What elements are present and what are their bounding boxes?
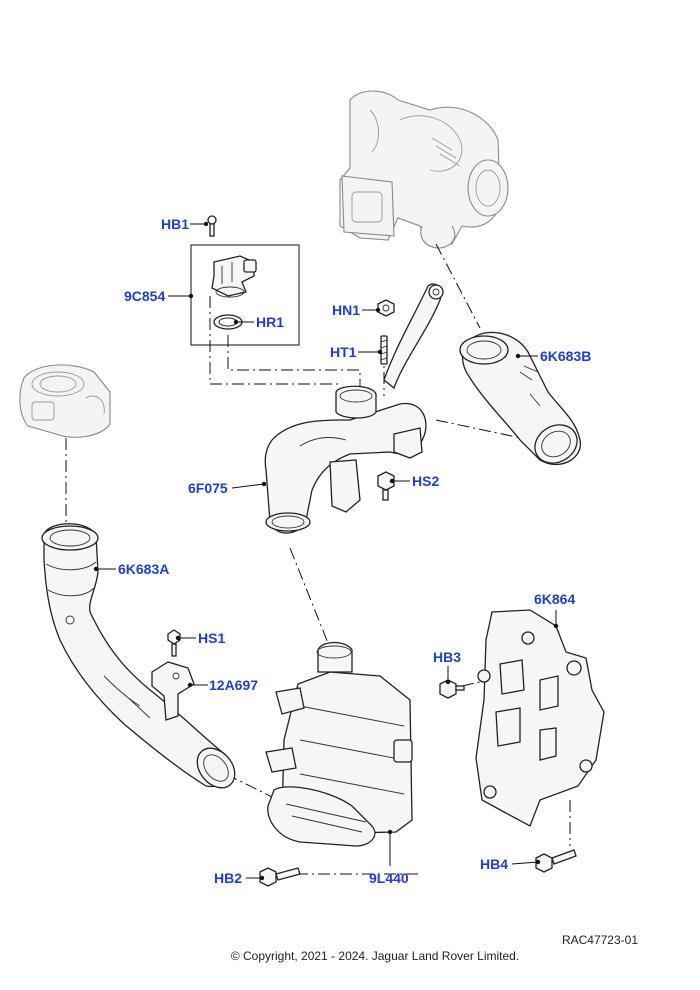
callout-hb3: HB3	[433, 649, 461, 665]
hb4-bolt-icon	[535, 849, 577, 873]
pipe-6k683a-icon	[41, 523, 236, 789]
callout-9c854: 9C854	[124, 288, 165, 304]
hs2-bolt-icon	[377, 471, 395, 501]
callout-hb4: HB4	[480, 856, 508, 872]
turbocharger-ghost	[339, 90, 509, 249]
callout-6f075: 6F075	[188, 480, 228, 496]
outlet-part-icon	[211, 255, 257, 298]
intercooler-9l440-icon	[265, 641, 413, 847]
hb1-screw-icon	[207, 215, 217, 237]
callout-ht1: HT1	[330, 344, 357, 360]
callout-labels: HB1 9C854 HR1 HN1 HT1 6K683B 6F075 HS2 6…	[118, 216, 591, 886]
callout-hb1: HB1	[161, 216, 189, 232]
callout-12a697: 12A697	[209, 677, 258, 693]
callout-hn1: HN1	[332, 302, 360, 318]
callout-hs1: HS1	[198, 630, 225, 646]
hr1-o-ring-icon	[213, 314, 243, 330]
bracket-12a697-icon	[151, 661, 195, 721]
hs1-screw-icon	[167, 629, 181, 657]
callout-hb2: HB2	[214, 870, 242, 886]
copyright-notice: © Copyright, 2021 - 2024. Jaguar Land Ro…	[230, 949, 520, 963]
diagram-reference-code: RAC47723-01	[561, 933, 638, 947]
hose-6k683b-icon	[459, 331, 581, 466]
callout-9l440: 9L440	[369, 870, 409, 886]
hn1-nut-icon	[377, 299, 395, 317]
throttle-body-ghost	[19, 364, 111, 438]
pipe-6f075-icon	[264, 283, 444, 534]
callout-6k683a: 6K683A	[118, 561, 169, 577]
callout-hs2: HS2	[412, 473, 439, 489]
heat-shield-6k864-icon	[475, 609, 605, 827]
callout-6k864: 6K864	[534, 591, 575, 607]
leader-lines	[93, 221, 559, 881]
ht1-stud-icon	[380, 335, 388, 365]
hb2-bolt-icon	[259, 867, 301, 887]
hb3-bolt-icon	[439, 679, 465, 699]
callout-hr1: HR1	[256, 314, 284, 330]
callout-6k683b: 6K683B	[540, 348, 591, 364]
